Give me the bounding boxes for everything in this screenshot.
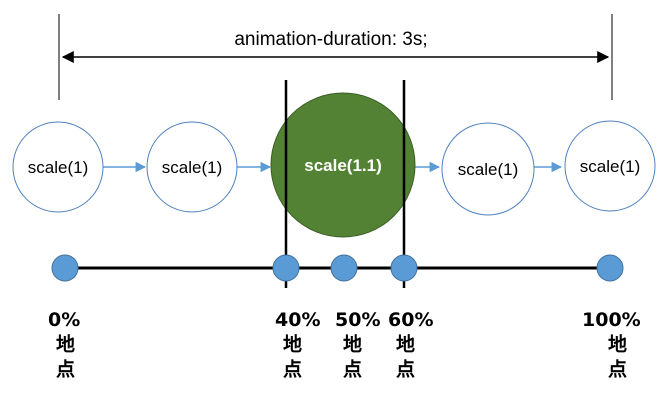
keyframe-word: 地点 <box>280 334 302 384</box>
duration-bracket: animation-duration: 3s; <box>58 14 613 100</box>
state-circle-shape <box>146 121 238 213</box>
keyframe-word: 地点 <box>340 334 362 384</box>
keyframe-percent: 0% <box>48 309 81 331</box>
keyframe-label-100: 100% 地点 <box>582 306 641 384</box>
state-circle-highlight: scale(1.1) <box>270 92 416 238</box>
state-circle-shape <box>270 92 416 238</box>
state-label: scale(1) <box>28 158 88 177</box>
keyframe-label-40: 40% 地点 <box>275 306 320 384</box>
state-label: scale(1) <box>162 158 222 177</box>
state-circle-shape <box>564 120 656 212</box>
state-label: scale(1) <box>458 160 518 179</box>
keyframe-label-0: 0% 地点 <box>48 306 80 384</box>
state-circle: scale(1) <box>12 121 104 213</box>
keyframe-dot <box>330 254 358 282</box>
state-circles: scale(1) scale(1) scale(1.1) scale(1) sc… <box>12 92 656 238</box>
keyframe-dot <box>596 254 624 282</box>
keyframe-word: 地点 <box>605 334 627 384</box>
state-label: scale(1.1) <box>304 156 382 175</box>
keyframe-label-50: 50% 地点 <box>335 306 380 384</box>
keyframe-dot <box>390 254 418 282</box>
keyframe-percent: 50% <box>335 309 381 331</box>
state-circle-shape <box>12 121 104 213</box>
keyframe-dot <box>51 254 79 282</box>
state-label: scale(1) <box>580 157 640 176</box>
duration-label: animation-duration: 3s; <box>234 29 427 50</box>
state-circle: scale(1) <box>564 120 656 212</box>
keyframe-percent: 60% <box>388 309 434 331</box>
keyframe-label-60: 60% 地点 <box>388 306 433 384</box>
keyframe-percent: 40% <box>275 309 321 331</box>
state-circle: scale(1) <box>146 121 238 213</box>
keyframe-dots <box>51 254 624 282</box>
keyframe-word: 地点 <box>393 334 415 384</box>
state-circle-shape <box>441 122 535 216</box>
keyframe-dot <box>272 254 300 282</box>
keyframe-word: 地点 <box>53 334 75 384</box>
keyframe-percent: 100% <box>582 309 641 331</box>
state-circle: scale(1) <box>441 122 535 216</box>
